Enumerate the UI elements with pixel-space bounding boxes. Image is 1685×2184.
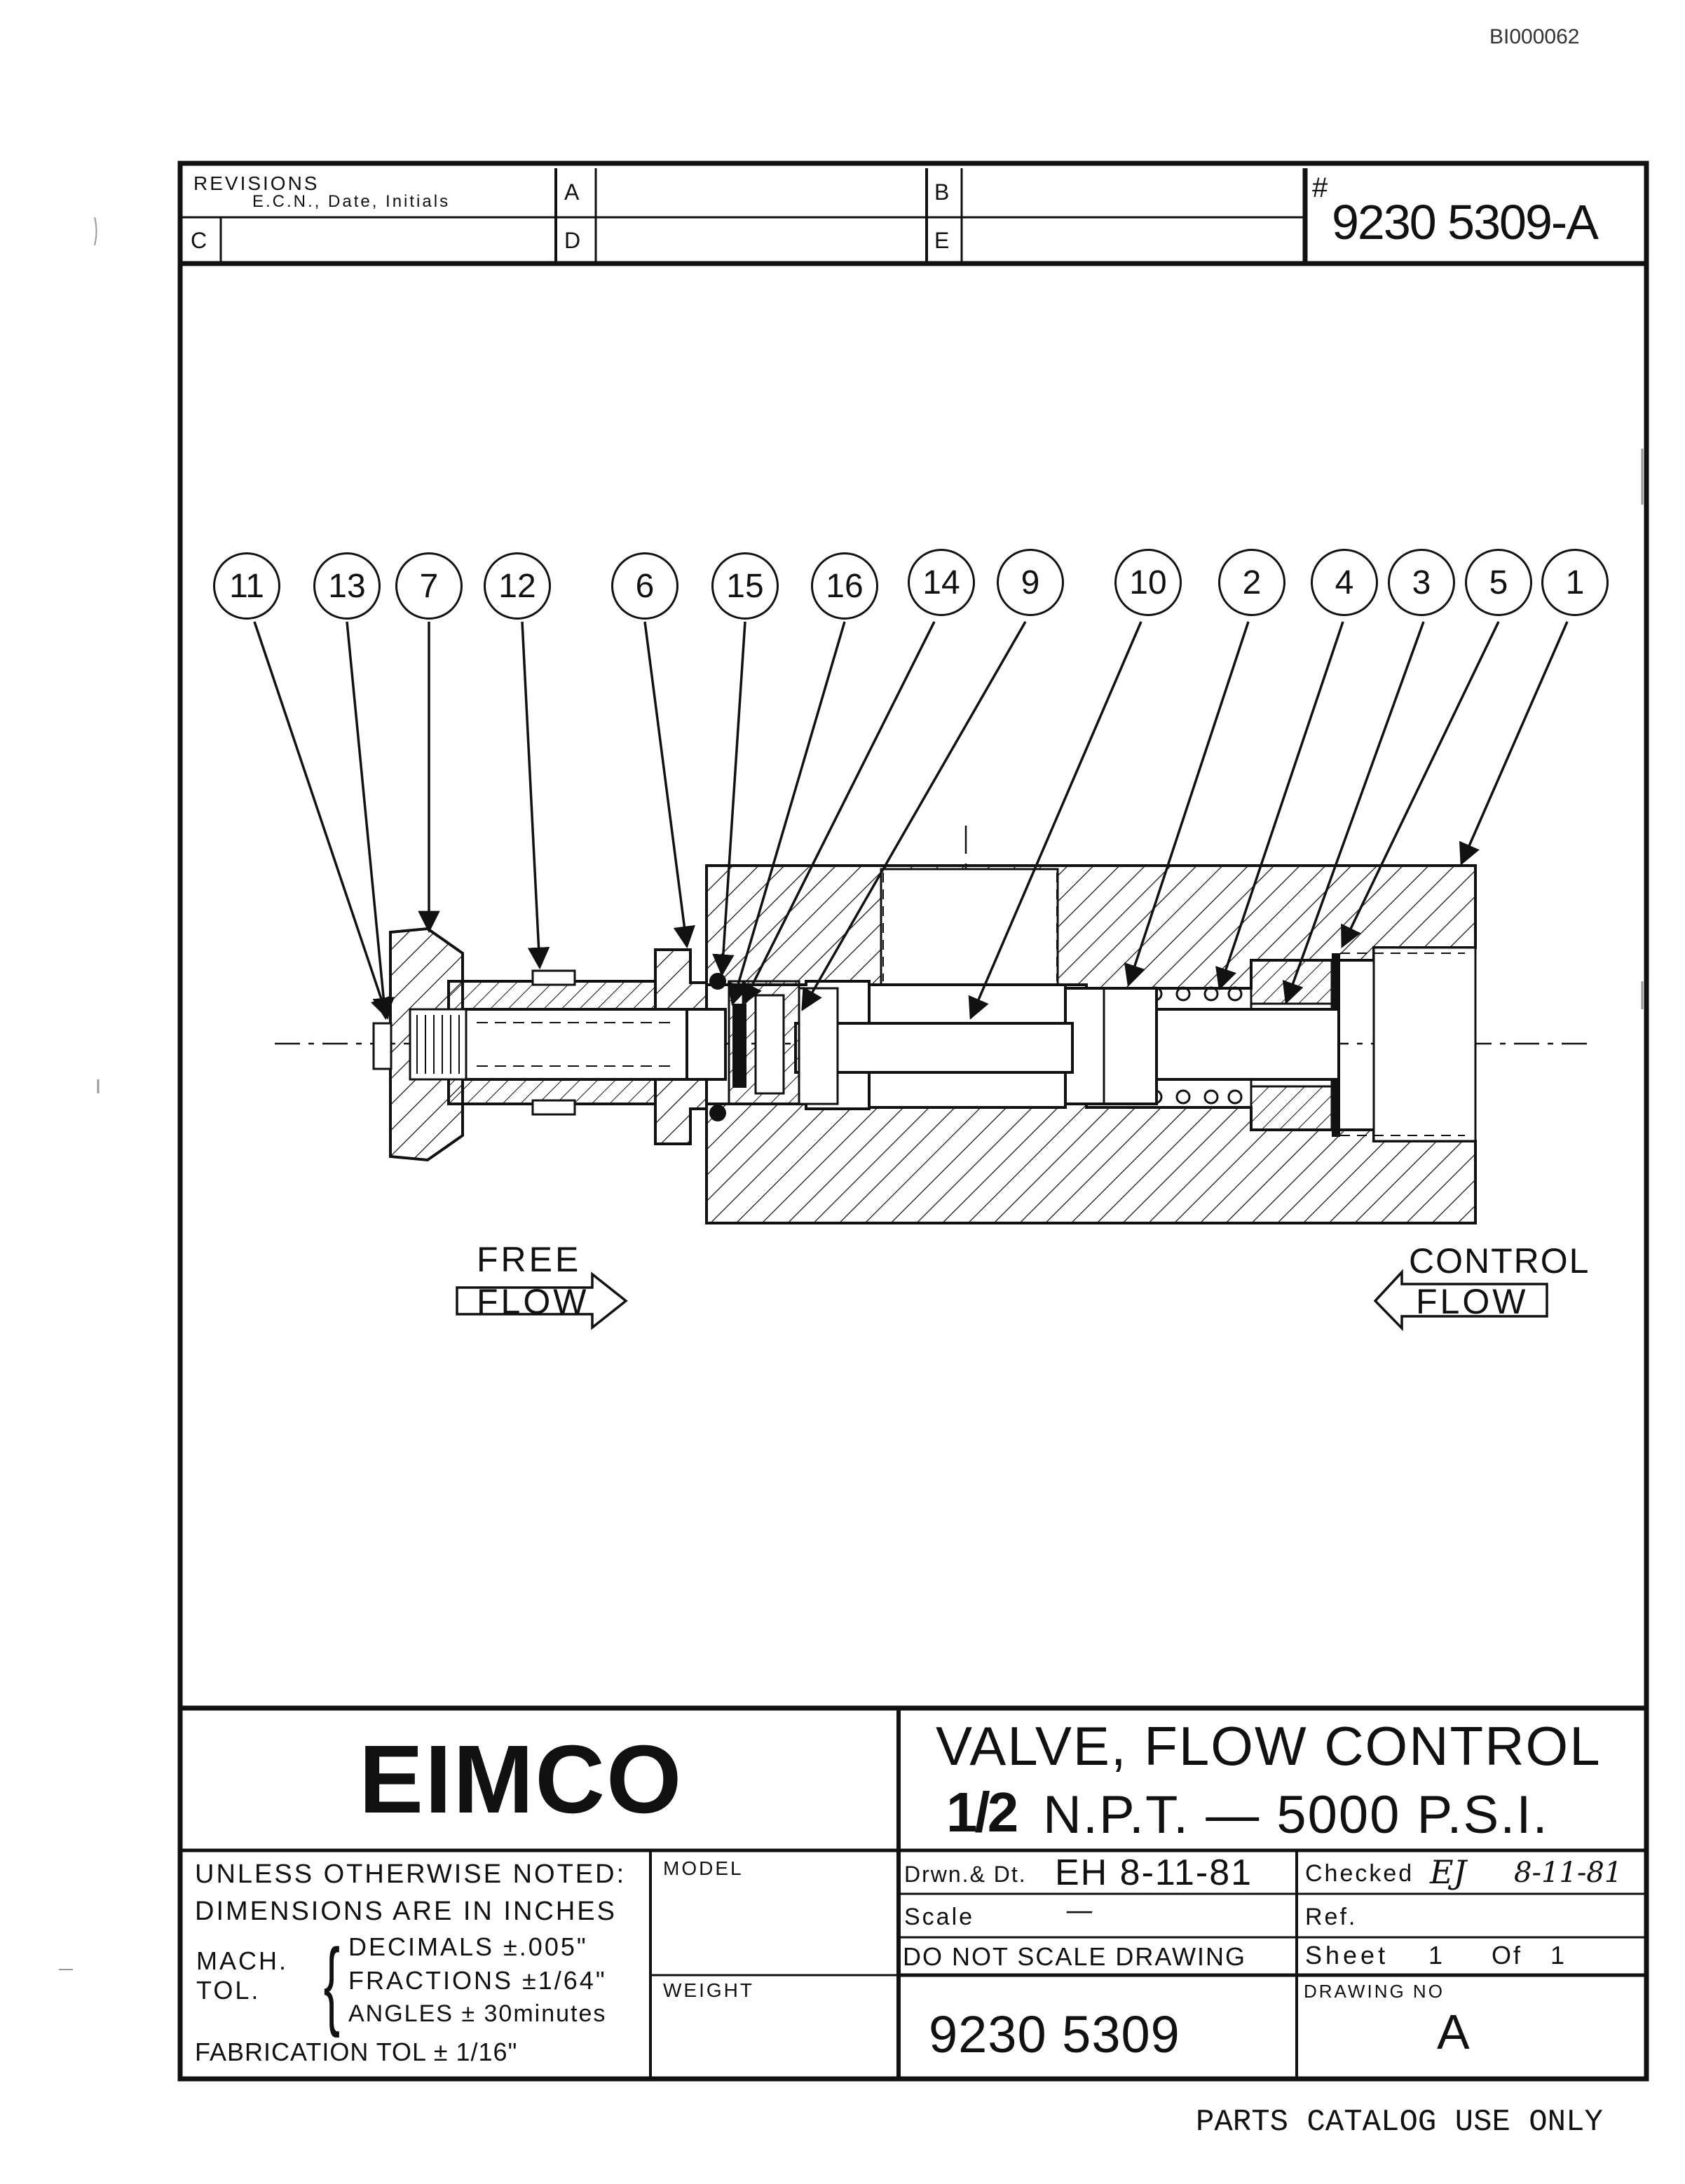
callout-14: 14	[908, 549, 975, 616]
callout-label: 11	[229, 567, 264, 605]
callout-label: 14	[922, 564, 960, 601]
revision-slot-d: D	[564, 228, 581, 253]
callout-label: 16	[826, 567, 864, 605]
notes-line-2: DIMENSIONS ARE IN INCHES	[195, 1897, 617, 1926]
document-id: BI000062	[1489, 25, 1580, 48]
revision-slot-b: B	[934, 179, 950, 205]
control-flow-label-top: CONTROL	[1409, 1241, 1590, 1281]
revision-letter: A	[1437, 2005, 1470, 2059]
callout-11: 11	[213, 552, 280, 620]
scale-value: —	[1065, 1895, 1093, 1927]
control-flow-arrow	[1373, 1269, 1548, 1332]
callout-label: 6	[635, 567, 655, 605]
revisions-subtitle: E.C.N., Date, Initials	[252, 192, 451, 211]
drawing-number-header: 9230 5309-A	[1332, 195, 1599, 250]
callout-7: 7	[395, 552, 463, 620]
part-number: 9230 5309	[929, 2005, 1180, 2063]
fractions-tol: FRACTIONS ±1/64"	[348, 1966, 607, 1995]
ref-label: Ref.	[1305, 1904, 1358, 1930]
callout-16: 16	[811, 552, 878, 620]
checked-initials: EJ	[1430, 1853, 1467, 1891]
revision-slot-c: C	[191, 228, 207, 253]
weight-label: WEIGHT	[663, 1979, 754, 2001]
callout-1: 1	[1541, 549, 1609, 616]
sheet-total: 1	[1550, 1941, 1565, 1970]
scale-label: Scale	[904, 1904, 975, 1930]
notes-line-1: UNLESS OTHERWISE NOTED:	[195, 1859, 627, 1889]
control-flow-label-bottom: FLOW	[1416, 1282, 1529, 1321]
callout-label: 4	[1335, 564, 1354, 601]
revision-slot-a: A	[564, 179, 580, 205]
sheet-number: 1	[1428, 1941, 1443, 1970]
callout-label: 3	[1412, 564, 1431, 601]
drawing-no-label: DRAWING NO	[1304, 1981, 1445, 2002]
footer-note: PARTS CATALOG USE ONLY	[1196, 2105, 1603, 2140]
model-label: MODEL	[663, 1857, 744, 1879]
free-flow-label-bottom: FLOW	[477, 1282, 589, 1321]
callout-label: 1	[1565, 564, 1585, 601]
no-scale-note: DO NOT SCALE DRAWING	[903, 1942, 1247, 1971]
callout-label: 2	[1242, 564, 1262, 601]
title-line-2-fraction: 1/2	[946, 1781, 1018, 1843]
callout-label: 10	[1129, 564, 1167, 601]
company-logo: EIMCO	[359, 1726, 683, 1834]
drawn-label: Drwn.& Dt.	[904, 1862, 1027, 1887]
checked-label: Checked	[1305, 1860, 1414, 1887]
sheet-label: Sheet	[1305, 1941, 1389, 1970]
fabrication-tol: FABRICATION TOL ± 1/16"	[195, 2038, 518, 2066]
drawn-value: EH 8-11-81	[1055, 1852, 1253, 1893]
revisions-title: REVISIONS	[193, 172, 320, 194]
callout-9: 9	[997, 549, 1064, 616]
mach-label: MACH.	[196, 1946, 288, 1975]
callout-6: 6	[611, 552, 678, 620]
angles-tol: ANGLES ± 30minutes	[348, 2000, 607, 2027]
checked-value: 8-11-81	[1514, 1857, 1623, 1889]
callout-5: 5	[1465, 549, 1532, 616]
callout-2: 2	[1218, 549, 1285, 616]
title-line-2: N.P.T. — 5000 P.S.I.	[1043, 1785, 1549, 1845]
callout-label: 13	[328, 567, 366, 605]
callout-10: 10	[1114, 549, 1182, 616]
sheet-of: Of	[1492, 1941, 1523, 1970]
drawing-number-hash: #	[1312, 172, 1328, 203]
callout-label: 15	[726, 567, 764, 605]
callout-13: 13	[313, 552, 381, 620]
callout-label: 5	[1489, 564, 1508, 601]
brace: {	[323, 1928, 341, 2038]
callout-12: 12	[484, 552, 551, 620]
callout-label: 12	[498, 567, 536, 605]
decimals-tol: DECIMALS ±.005"	[348, 1932, 588, 1961]
tol-label: TOL.	[196, 1976, 261, 2005]
free-flow-label-top: FREE	[477, 1240, 582, 1279]
callout-15: 15	[711, 552, 779, 620]
revision-slot-e: E	[934, 228, 950, 253]
callout-label: 7	[419, 567, 439, 605]
callout-label: 9	[1021, 564, 1040, 601]
callout-3: 3	[1388, 549, 1455, 616]
title-line-1: VALVE, FLOW CONTROL	[936, 1715, 1602, 1777]
sheet-border	[177, 161, 1649, 2082]
callout-4: 4	[1311, 549, 1378, 616]
